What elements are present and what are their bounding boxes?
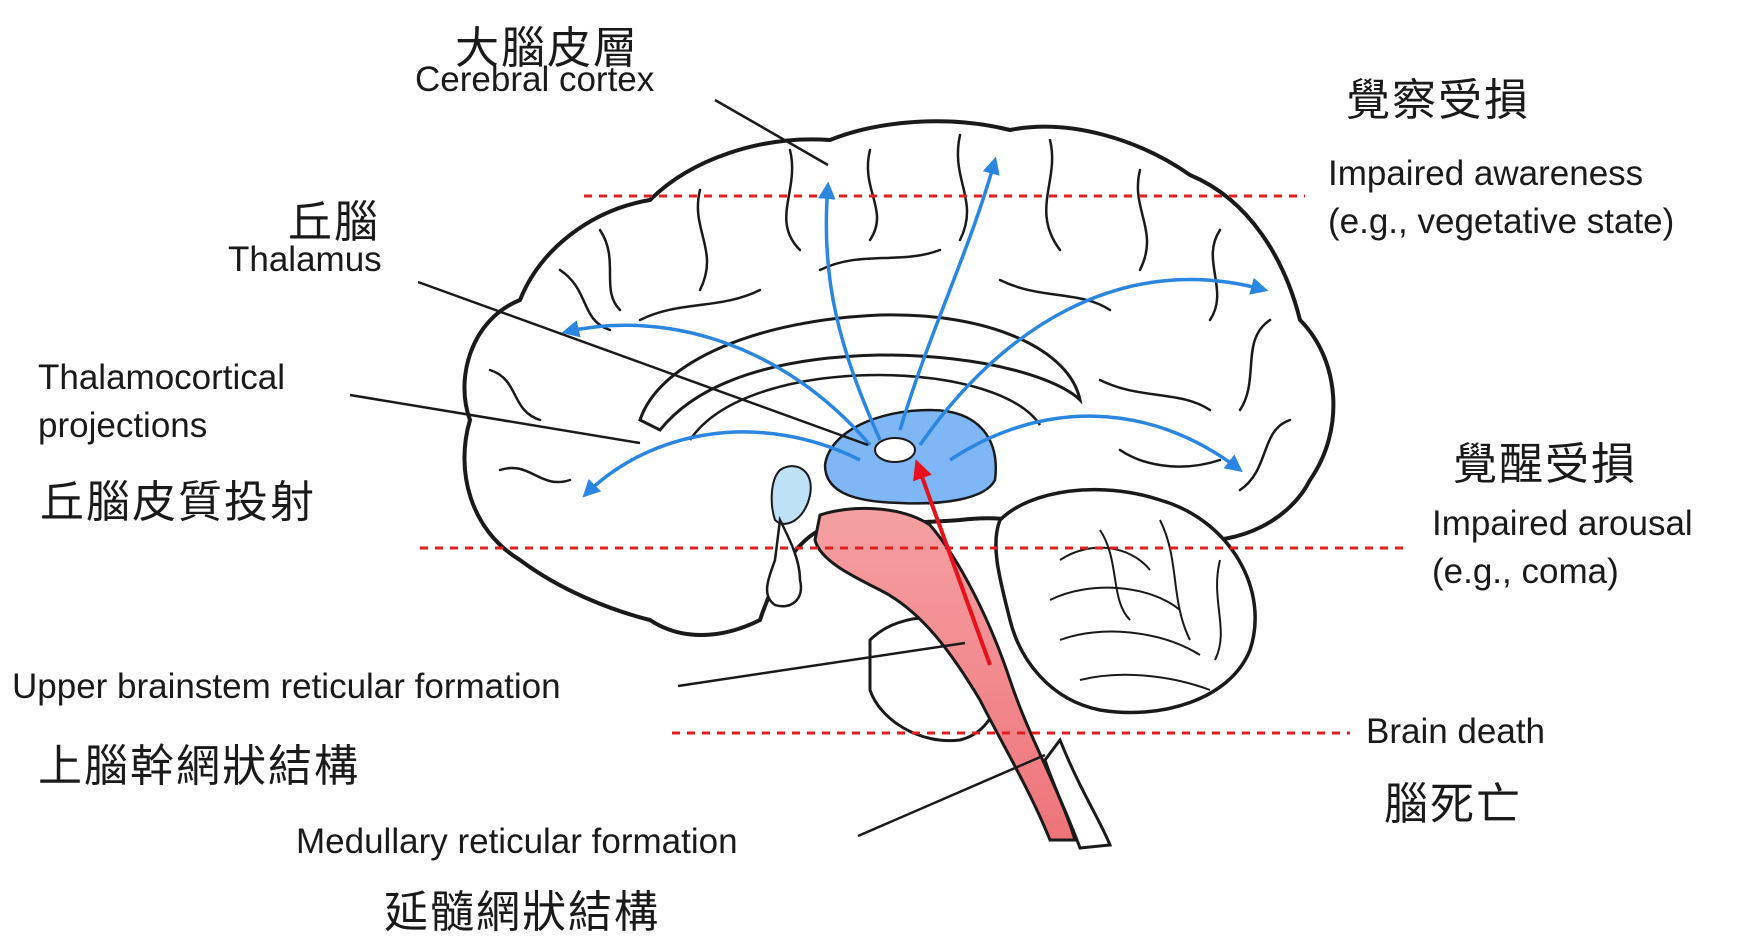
awareness-label-en: Impaired awareness (e.g., vegetative sta… <box>1328 150 1674 246</box>
arousal-label-line2: (e.g., coma) <box>1432 548 1693 596</box>
thalamus-label-en: Thalamus <box>228 240 382 280</box>
upper-brainstem-label-zh: 上腦幹網狀結構 <box>38 730 360 794</box>
brain-death-label-en: Brain death <box>1366 712 1545 752</box>
medullary-label-zh: 延髓網狀結構 <box>384 876 660 940</box>
awareness-label-line2: (e.g., vegetative state) <box>1328 198 1674 246</box>
thalamocortical-label-en: Thalamocortical projections <box>38 354 285 450</box>
thalamocortical-label-line1: Thalamocortical <box>38 354 285 402</box>
thalamus-nucleus <box>875 438 915 462</box>
arousal-label-en: Impaired arousal (e.g., coma) <box>1432 500 1693 596</box>
medullary-leader <box>858 755 1045 836</box>
cortex-label-en: Cerebral cortex <box>415 60 654 100</box>
awareness-label-line1: Impaired awareness <box>1328 150 1674 198</box>
arousal-label-zh: 覺醒受損 <box>1453 428 1637 492</box>
medullary-label-en: Medullary reticular formation <box>296 822 738 862</box>
awareness-label-zh: 覺察受損 <box>1346 64 1530 128</box>
brain-death-label-zh: 腦死亡 <box>1384 768 1522 832</box>
thalamocortical-label-line2: projections <box>38 402 285 450</box>
upper-brainstem-label-en: Upper brainstem reticular formation <box>12 667 561 707</box>
arousal-label-line1: Impaired arousal <box>1432 500 1693 548</box>
thalamocortical-label-zh: 丘腦皮質投射 <box>40 466 316 530</box>
